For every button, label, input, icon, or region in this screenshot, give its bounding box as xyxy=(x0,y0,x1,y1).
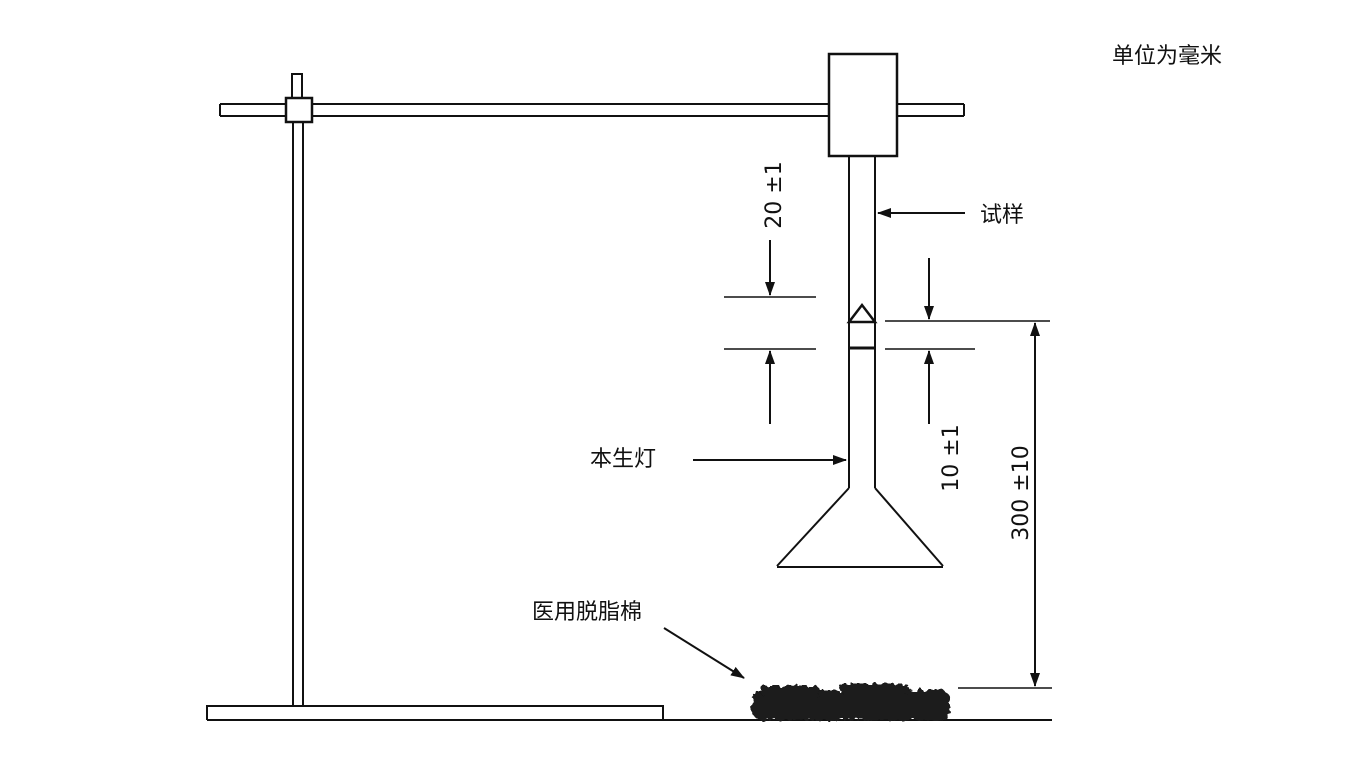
stand-rod xyxy=(291,73,304,706)
bunsen-burner xyxy=(776,487,944,568)
dimension-burner-to-cotton xyxy=(958,322,1052,689)
flame-height-label: 20 ±1 xyxy=(762,161,787,228)
units-note: 单位为毫米 xyxy=(1112,44,1222,69)
boss-clamp xyxy=(284,96,314,124)
bunsen-burner-label: 本生灯 xyxy=(590,447,656,472)
burner-to-cotton-label: 300 ±10 xyxy=(1009,445,1034,540)
flame-marker xyxy=(846,302,878,350)
burner-gap-label: 10 ±1 xyxy=(939,424,964,491)
dimension-burner-gap xyxy=(885,258,1050,424)
cotton-label: 医用脱脂棉 xyxy=(532,600,642,625)
dimension-flame-height xyxy=(724,240,816,424)
specimen-label: 试样 xyxy=(980,203,1024,228)
cotton-pointer-arrow xyxy=(663,627,745,679)
cotton-wool xyxy=(752,684,950,720)
stand-base xyxy=(206,705,664,721)
specimen-clamp xyxy=(827,52,899,158)
